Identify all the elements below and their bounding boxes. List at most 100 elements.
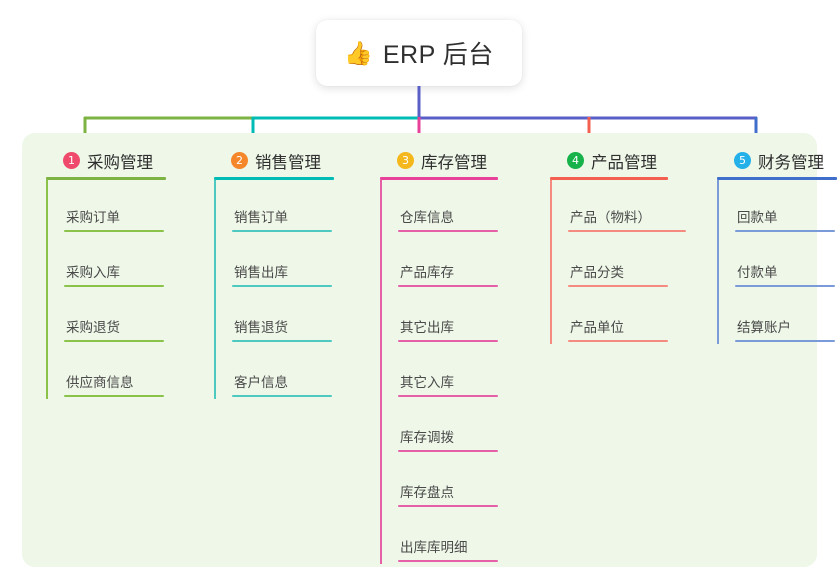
leaf-label: 库存盘点 xyxy=(400,485,454,501)
leaf-rule xyxy=(568,230,686,232)
leaf-inner: 销售订单 xyxy=(232,206,332,235)
leaf-inner: 产品单位 xyxy=(568,316,668,345)
leaf-label: 采购退货 xyxy=(66,320,120,336)
leaf-item[interactable]: 仓库信息 xyxy=(380,180,498,235)
leaf-inner: 出库库明细 xyxy=(398,536,498,565)
leaf-inner: 其它入库 xyxy=(398,371,498,400)
leaf-inner: 客户信息 xyxy=(232,371,332,400)
leaf-item[interactable]: 产品分类 xyxy=(550,235,686,290)
column-header-4[interactable]: 4 产品管理 xyxy=(550,146,686,175)
leaf-rule xyxy=(398,285,498,287)
leaf-inner: 产品（物料） xyxy=(568,206,686,235)
leaf-item[interactable]: 库存调拨 xyxy=(380,400,498,455)
column-title-3: 库存管理 xyxy=(421,153,487,172)
leaf-label: 供应商信息 xyxy=(66,375,134,391)
leaf-item[interactable]: 采购订单 xyxy=(46,180,166,235)
column-badge-icon-3: 3 xyxy=(397,152,414,169)
leaf-label: 销售退货 xyxy=(234,320,288,336)
column-title-4: 产品管理 xyxy=(591,153,657,172)
leaf-item[interactable]: 采购入库 xyxy=(46,235,166,290)
leaf-inner: 仓库信息 xyxy=(398,206,498,235)
leaf-label: 客户信息 xyxy=(234,375,288,391)
root-node-card[interactable]: 👍 ERP 后台 xyxy=(316,20,522,86)
leaf-rule xyxy=(64,395,164,397)
leaf-item[interactable]: 回款单 xyxy=(717,180,837,235)
leaf-inner: 供应商信息 xyxy=(64,371,164,400)
leaf-item[interactable]: 其它出库 xyxy=(380,290,498,345)
leaf-rule xyxy=(398,230,498,232)
leaf-label: 其它出库 xyxy=(400,320,454,336)
leaf-label: 其它入库 xyxy=(400,375,454,391)
leaf-inner: 库存盘点 xyxy=(398,481,498,510)
leaf-item[interactable]: 客户信息 xyxy=(214,345,334,400)
column-3: 3 库存管理仓库信息产品库存其它出库其它入库库存调拨库存盘点出库库明细 xyxy=(380,146,498,565)
leaf-rule xyxy=(398,505,498,507)
leaf-item[interactable]: 付款单 xyxy=(717,235,837,290)
leaf-inner: 销售出库 xyxy=(232,261,332,290)
leaf-item[interactable]: 采购退货 xyxy=(46,290,166,345)
leaf-rule xyxy=(64,340,164,342)
leaf-inner: 销售退货 xyxy=(232,316,332,345)
leaf-rule xyxy=(735,340,835,342)
column-rule-4 xyxy=(550,177,668,180)
leaf-list-5: 回款单付款单结算账户 xyxy=(717,180,837,345)
leaf-rule xyxy=(64,230,164,232)
column-header-3[interactable]: 3 库存管理 xyxy=(380,146,498,175)
leaf-rule xyxy=(568,340,668,342)
leaf-list-4: 产品（物料） 产品分类产品单位 xyxy=(550,180,686,345)
column-rule-3 xyxy=(380,177,498,180)
leaf-item[interactable]: 其它入库 xyxy=(380,345,498,400)
leaf-rule xyxy=(398,560,498,562)
leaf-label: 仓库信息 xyxy=(400,210,454,226)
leaf-item[interactable]: 产品单位 xyxy=(550,290,686,345)
leaf-spine-4 xyxy=(550,180,552,344)
leaf-label: 回款单 xyxy=(737,210,778,226)
column-badge-icon-4: 4 xyxy=(567,152,584,169)
leaf-label: 产品（物料） xyxy=(570,210,651,226)
leaf-spine-3 xyxy=(380,180,382,564)
column-rule-2 xyxy=(214,177,334,180)
leaf-rule xyxy=(735,230,835,232)
leaf-label: 出库库明细 xyxy=(400,540,468,556)
leaf-inner: 其它出库 xyxy=(398,316,498,345)
leaf-item[interactable]: 销售退货 xyxy=(214,290,334,345)
leaf-item[interactable]: 出库库明细 xyxy=(380,510,498,565)
leaf-item[interactable]: 结算账户 xyxy=(717,290,837,345)
leaf-item[interactable]: 供应商信息 xyxy=(46,345,166,400)
column-title-1: 采购管理 xyxy=(87,153,153,172)
leaf-inner: 产品分类 xyxy=(568,261,668,290)
leaf-rule xyxy=(398,450,498,452)
leaf-label: 付款单 xyxy=(737,265,778,281)
leaf-inner: 采购订单 xyxy=(64,206,164,235)
leaf-spine-1 xyxy=(46,180,48,399)
leaf-label: 产品单位 xyxy=(570,320,624,336)
leaf-label: 销售出库 xyxy=(234,265,288,281)
leaf-item[interactable]: 产品库存 xyxy=(380,235,498,290)
root-node-title: ERP 后台 xyxy=(382,41,494,69)
leaf-list-2: 销售订单销售出库销售退货客户信息 xyxy=(214,180,334,400)
leaf-label: 产品分类 xyxy=(570,265,624,281)
leaf-label: 库存调拨 xyxy=(400,430,454,446)
leaf-rule xyxy=(398,395,498,397)
leaf-spine-5 xyxy=(717,180,719,344)
leaf-item[interactable]: 销售出库 xyxy=(214,235,334,290)
column-badge-icon-5: 5 xyxy=(734,152,751,169)
leaf-rule xyxy=(232,340,332,342)
leaf-rule xyxy=(735,285,835,287)
leaf-rule xyxy=(232,285,332,287)
leaf-inner: 产品库存 xyxy=(398,261,498,290)
leaf-item[interactable]: 产品（物料） xyxy=(550,180,686,235)
leaf-item[interactable]: 库存盘点 xyxy=(380,455,498,510)
leaf-rule xyxy=(232,230,332,232)
column-badge-icon-2: 2 xyxy=(231,152,248,169)
leaf-item[interactable]: 销售订单 xyxy=(214,180,334,235)
leaf-label: 销售订单 xyxy=(234,210,288,226)
leaf-label: 采购入库 xyxy=(66,265,120,281)
